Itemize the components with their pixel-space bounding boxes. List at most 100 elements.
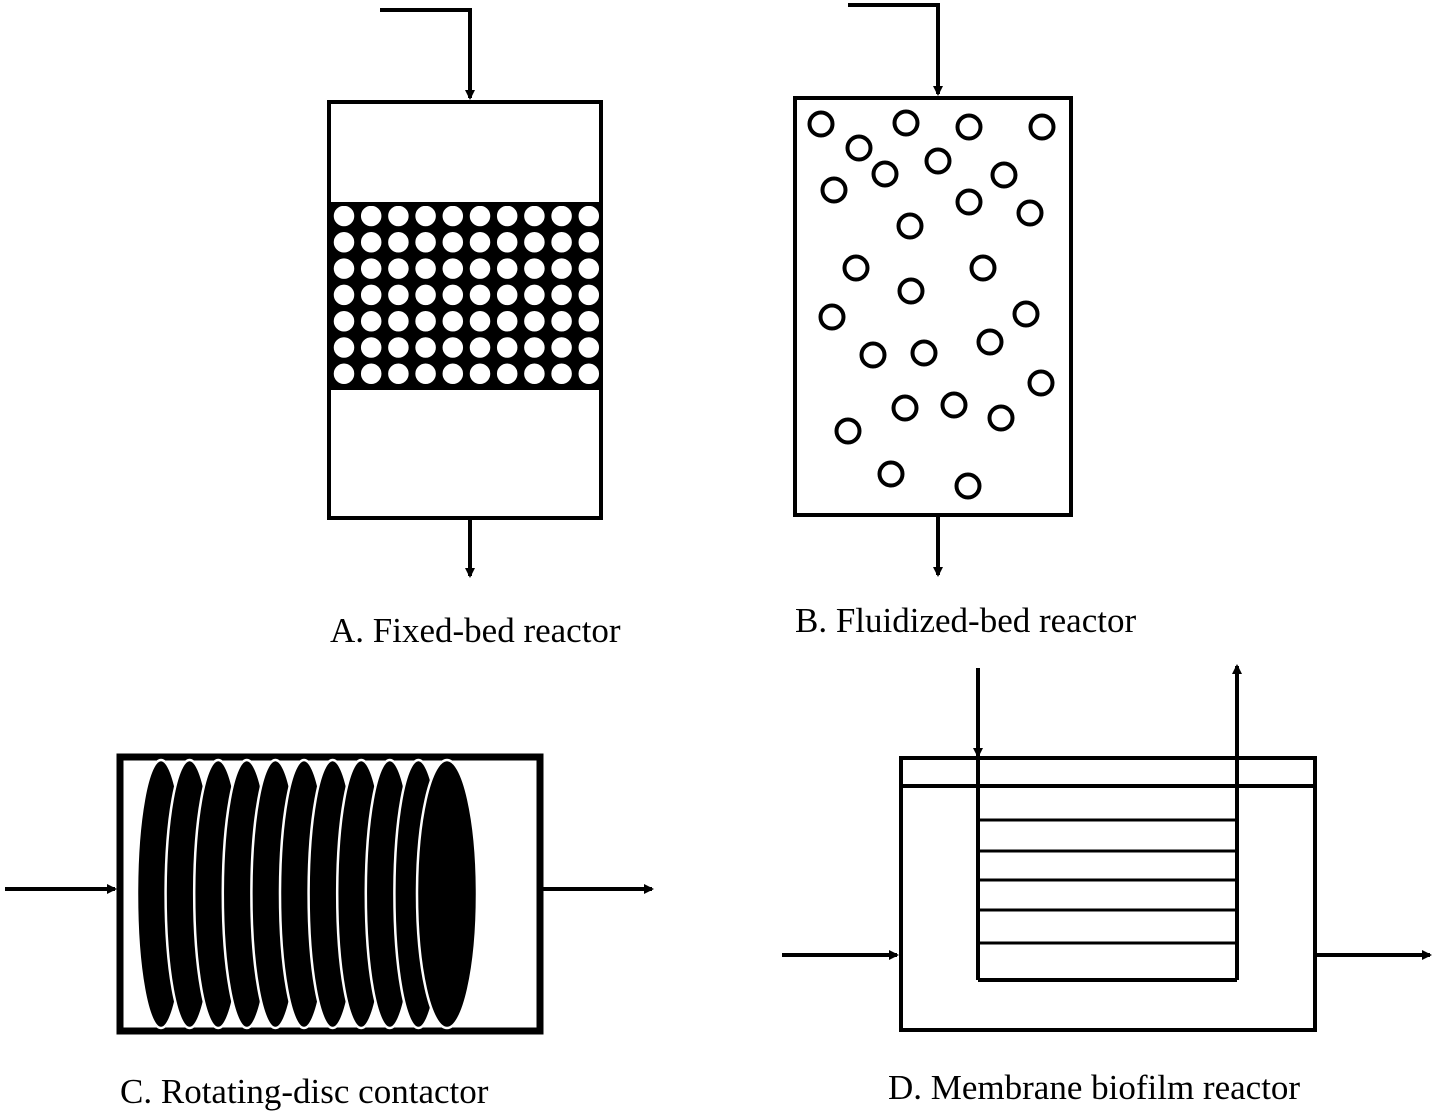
fluidized-particle — [842, 254, 870, 282]
bed-particle — [441, 230, 465, 255]
bed-particle — [549, 204, 574, 228]
reactor-tank — [899, 756, 1317, 1032]
bed-particle — [413, 204, 438, 228]
bed-particle — [549, 230, 574, 255]
fluidized-particle — [940, 391, 968, 419]
inlet-arrow — [380, 8, 475, 100]
fluidized-particle — [954, 472, 982, 500]
bed-particle — [495, 335, 519, 360]
fluidized-particle — [859, 341, 887, 369]
bed-particle — [495, 362, 519, 386]
bed-particle — [413, 362, 438, 386]
bed-particle — [495, 230, 519, 255]
bed-particle — [386, 362, 411, 386]
bed-particle — [413, 283, 438, 307]
fluidized-particle — [1028, 113, 1056, 141]
fluidized-particle — [818, 303, 846, 331]
bed-particle — [386, 335, 411, 360]
bed-particle — [359, 283, 383, 307]
bed-particle — [441, 204, 465, 228]
bed-particle — [332, 335, 356, 360]
contactor-tank — [116, 753, 544, 1035]
bed-particle — [495, 256, 519, 281]
bed-particle — [577, 204, 601, 228]
bed-particle — [577, 362, 601, 386]
bed-particle — [577, 283, 601, 307]
bed-particle — [549, 309, 574, 333]
rotating-disc-contactor: C. Rotating-disc contactor — [5, 753, 654, 1111]
bed-particle — [386, 309, 411, 333]
bed-particle — [468, 309, 492, 333]
bed-particle — [332, 204, 356, 228]
fluidized-particle — [877, 460, 905, 488]
bed-particle — [522, 256, 547, 281]
bed-particle — [332, 309, 356, 333]
bed-particle — [522, 309, 547, 333]
bed-particle — [332, 283, 356, 307]
bed-particle — [577, 256, 601, 281]
bed-particle — [495, 283, 519, 307]
fluidized-particle — [969, 254, 997, 282]
bed-particle — [577, 309, 601, 333]
bed-particle — [441, 335, 465, 360]
panel-b-caption: B. Fluidized-bed reactor — [795, 601, 1136, 640]
bed-particle — [386, 256, 411, 281]
fluidized-particle — [955, 188, 983, 216]
fluidized-particle — [807, 110, 835, 138]
bed-particle — [522, 335, 547, 360]
fluidized-particle — [896, 212, 924, 240]
fluidized-particle — [910, 339, 938, 367]
bed-particle — [413, 309, 438, 333]
bed-particle — [386, 204, 411, 228]
bed-particle — [468, 230, 492, 255]
bed-particle — [359, 335, 383, 360]
panel-c-caption: C. Rotating-disc contactor — [120, 1072, 489, 1111]
disc-stack — [135, 758, 479, 1030]
reactor-vessel — [793, 96, 1073, 517]
bed-particle — [522, 283, 547, 307]
bed-particle — [413, 256, 438, 281]
inlet-arrow — [848, 3, 943, 96]
bed-particle — [468, 283, 492, 307]
fluidized-particle — [871, 160, 899, 188]
bed-particle — [332, 256, 356, 281]
bed-particle — [441, 283, 465, 307]
fluidized-particles — [807, 109, 1056, 500]
panel-d-caption: D. Membrane biofilm reactor — [888, 1068, 1300, 1107]
bed-particle — [468, 204, 492, 228]
bed-particle — [468, 362, 492, 386]
bed-particle — [522, 362, 547, 386]
membrane-biofilm-reactor: D. Membrane biofilm reactor — [782, 664, 1432, 1107]
bed-particle — [441, 256, 465, 281]
fluidized-particle — [820, 176, 848, 204]
bed-particle — [386, 230, 411, 255]
bed-particle — [441, 362, 465, 386]
fluidized-particle — [834, 417, 862, 445]
fluidized-particle — [976, 328, 1004, 356]
fluidized-particle — [1012, 300, 1040, 328]
fluidized-particle — [924, 147, 952, 175]
rotating-disc — [415, 758, 479, 1030]
bed-particle — [359, 204, 383, 228]
bed-particle — [359, 256, 383, 281]
bed-particle — [413, 335, 438, 360]
bed-particle — [413, 230, 438, 255]
fluidized-particle — [987, 404, 1015, 432]
rotation-indicator — [137, 767, 151, 829]
fluidized-particle — [955, 113, 983, 141]
bed-particle — [332, 362, 356, 386]
membrane-fibers — [978, 818, 1237, 945]
fluidized-bed-reactor: B. Fluidized-bed reactor — [793, 3, 1136, 640]
bed-particle — [577, 335, 601, 360]
bed-particle — [549, 256, 574, 281]
fluidized-particle — [1027, 369, 1055, 397]
bed-particle — [468, 256, 492, 281]
bed-particle — [332, 230, 356, 255]
bed-particle — [386, 283, 411, 307]
bed-particle — [359, 309, 383, 333]
bed-particle — [359, 362, 383, 386]
fixed-bed-reactor: A. Fixed-bed reactor — [327, 8, 621, 650]
bed-particle — [522, 230, 547, 255]
bed-particle — [549, 283, 574, 307]
fluidized-particle — [1016, 199, 1044, 227]
